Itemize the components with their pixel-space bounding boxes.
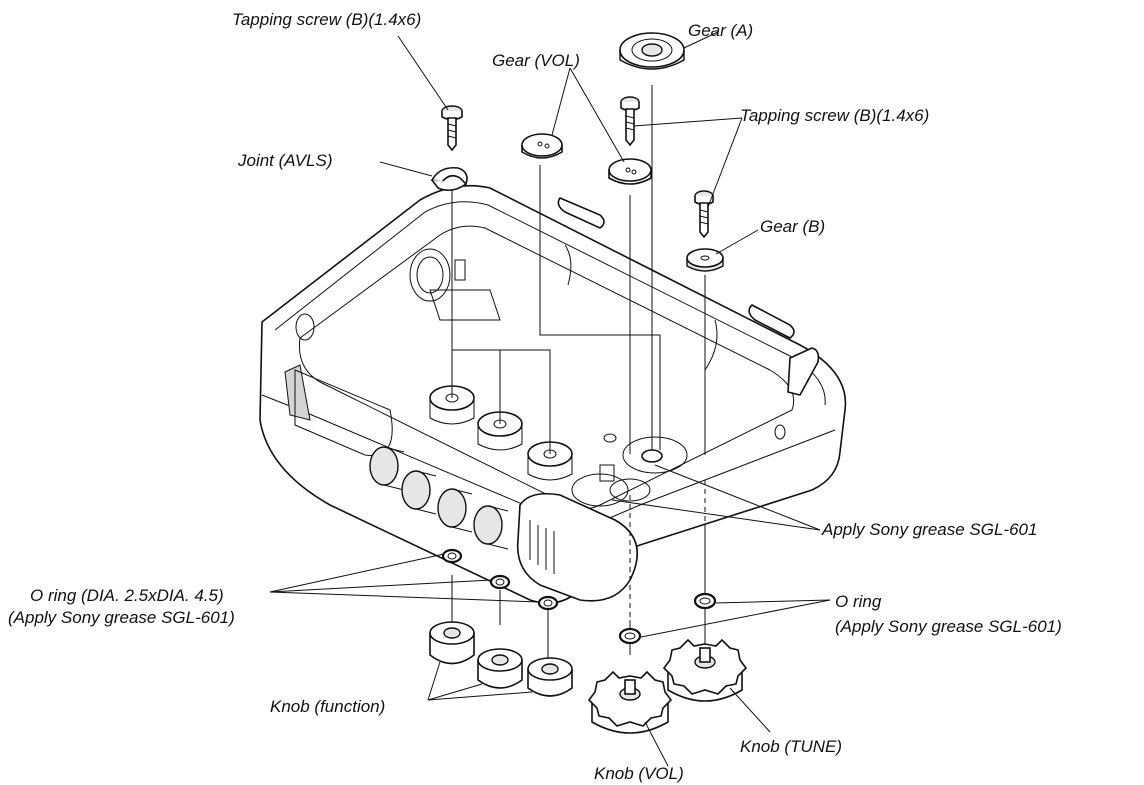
tapping-screw-center [620,96,640,147]
case-front-knobs [369,446,509,550]
label-knob-vol: Knob (VOL) [594,764,684,783]
label-tapping-screw-left: Tapping screw (B)(1.4x6) [232,10,421,29]
label-gear-vol: Gear (VOL) [492,51,580,70]
leader-lines [269,31,831,767]
label-knob-function: Knob (function) [270,697,385,716]
label-o-ring-left-2: (Apply Sony grease SGL-601) [8,608,235,627]
gear-a [619,32,685,70]
label-o-ring-right-2: (Apply Sony grease SGL-601) [835,617,1062,636]
label-gear-b: Gear (B) [760,217,825,236]
label-knob-tune: Knob (TUNE) [740,737,842,756]
knob-vol-part [587,670,673,734]
label-apply-grease: Apply Sony grease SGL-601 [821,520,1037,539]
tapping-screw-left [441,105,463,152]
tapping-screw-right [694,190,714,239]
gear-vol-right [608,158,652,185]
label-gear-a: Gear (A) [688,21,753,40]
o-rings-left [441,548,559,611]
label-tapping-screw-right: Tapping screw (B)(1.4x6) [740,106,929,125]
knob-function-parts [429,621,573,697]
gear-b [686,248,724,272]
gear-vol-left [521,133,563,159]
label-joint-avls: Joint (AVLS) [237,151,333,170]
assembly-lines [451,85,706,660]
joint-avls [430,166,468,192]
labels: Tapping screw (B)(1.4x6) Gear (VOL) Gear… [8,10,1062,783]
label-o-ring-left-1: O ring (DIA. 2.5xDIA. 4.5) [30,586,224,605]
label-o-ring-right-1: O ring [835,592,882,611]
knob-tune-part [662,638,748,702]
o-rings-right [618,592,717,645]
